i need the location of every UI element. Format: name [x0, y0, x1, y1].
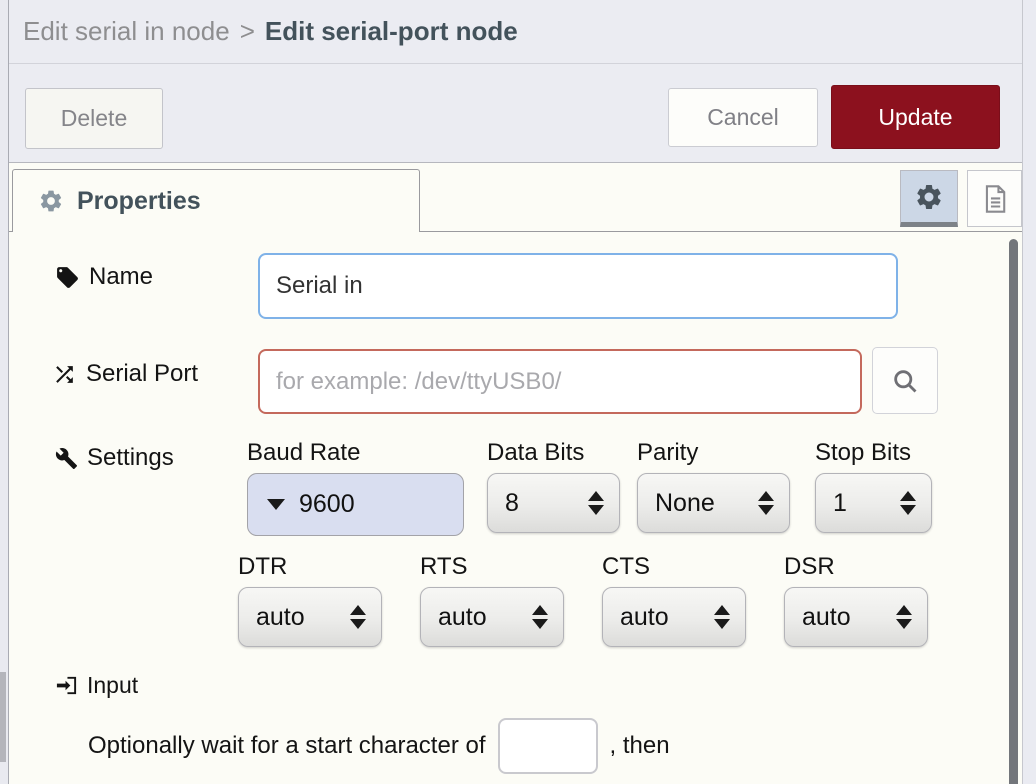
- select-arrows-icon: [588, 491, 604, 515]
- serial-port-search-button[interactable]: [872, 347, 938, 414]
- wait-text-after: , then: [609, 732, 670, 759]
- tab-bar-divider: [9, 231, 1022, 232]
- cts-select[interactable]: auto: [602, 587, 746, 647]
- stop-bits-label: Stop Bits: [815, 439, 912, 466]
- right-edge-strip: [1022, 0, 1036, 784]
- data-bits-select[interactable]: 8: [487, 473, 620, 533]
- tab-properties-label: Properties: [77, 186, 201, 215]
- wait-text-before: Optionally wait for a start character of: [88, 732, 486, 759]
- settings-label: Settings: [55, 444, 174, 472]
- tag-icon: [57, 266, 78, 288]
- dsr-value: auto: [802, 602, 851, 631]
- select-arrows-icon: [532, 605, 548, 629]
- gear-icon: [40, 190, 62, 212]
- select-arrows-icon: [350, 605, 366, 629]
- baud-rate-label: Baud Rate: [247, 439, 361, 466]
- select-arrows-icon: [896, 605, 912, 629]
- parity-label: Parity: [637, 439, 699, 466]
- serial-port-label: Serial Port: [52, 360, 198, 388]
- dtr-value: auto: [256, 602, 305, 631]
- breadcrumb-current: Edit serial-port node: [264, 16, 518, 46]
- breadcrumb-separator: >: [239, 16, 255, 46]
- edit-node-dialog: Edit serial in node > Edit serial-port n…: [9, 0, 1022, 784]
- select-arrows-icon: [758, 491, 774, 515]
- delete-button[interactable]: Delete: [25, 88, 163, 149]
- vertical-scrollbar-thumb[interactable]: [1009, 239, 1018, 784]
- cancel-button[interactable]: Cancel: [668, 88, 818, 147]
- gear-icon: [917, 184, 941, 209]
- caret-down-icon: [267, 499, 285, 510]
- dsr-select[interactable]: auto: [784, 587, 928, 647]
- name-label: Name: [55, 263, 153, 291]
- dialog-toolbar: Delete Cancel Update: [9, 64, 1022, 163]
- left-edge-scrollbar-thumb[interactable]: [0, 672, 6, 762]
- cts-label: CTS: [602, 553, 650, 580]
- sign-in-icon: [56, 676, 77, 695]
- magnifier-icon: [894, 369, 917, 392]
- parity-select[interactable]: None: [637, 473, 790, 533]
- document-icon: [985, 184, 1005, 213]
- data-bits-label: Data Bits: [487, 439, 585, 466]
- dsr-label: DSR: [784, 553, 835, 580]
- baud-rate-select[interactable]: 9600: [247, 473, 464, 536]
- name-input[interactable]: [258, 253, 898, 319]
- node-description-button[interactable]: [967, 170, 1022, 227]
- dtr-select[interactable]: auto: [238, 587, 382, 647]
- breadcrumb-parent[interactable]: Edit serial in node: [23, 16, 230, 46]
- wait-start-character-input[interactable]: [497, 718, 598, 774]
- rts-label: RTS: [420, 553, 468, 580]
- tab-properties[interactable]: Properties: [12, 169, 420, 232]
- rts-value: auto: [438, 602, 487, 631]
- stop-bits-value: 1: [833, 488, 847, 517]
- tab-bar: Properties: [9, 163, 1022, 232]
- parity-value: None: [655, 488, 715, 517]
- wrench-icon: [55, 447, 78, 469]
- data-bits-value: 8: [505, 488, 519, 517]
- select-arrows-icon: [714, 605, 730, 629]
- dialog-header: Edit serial in node > Edit serial-port n…: [9, 0, 1022, 64]
- stop-bits-select[interactable]: 1: [815, 473, 932, 533]
- dtr-label: DTR: [238, 553, 288, 580]
- baud-rate-value: 9600: [299, 490, 355, 518]
- properties-form: Name Serial Port Settings Baud Rate 9600…: [9, 232, 1022, 784]
- cts-value: auto: [620, 602, 669, 631]
- input-section-label: Input: [55, 672, 138, 699]
- node-settings-button[interactable]: [900, 170, 958, 227]
- rts-select[interactable]: auto: [420, 587, 564, 647]
- update-button[interactable]: Update: [831, 85, 1000, 149]
- left-edge-strip: [0, 0, 9, 784]
- wait-start-character-row: Optionally wait for a start character of…: [88, 718, 670, 774]
- select-arrows-icon: [900, 491, 916, 515]
- serial-port-input[interactable]: [258, 349, 862, 414]
- shuffle-icon: [56, 365, 73, 383]
